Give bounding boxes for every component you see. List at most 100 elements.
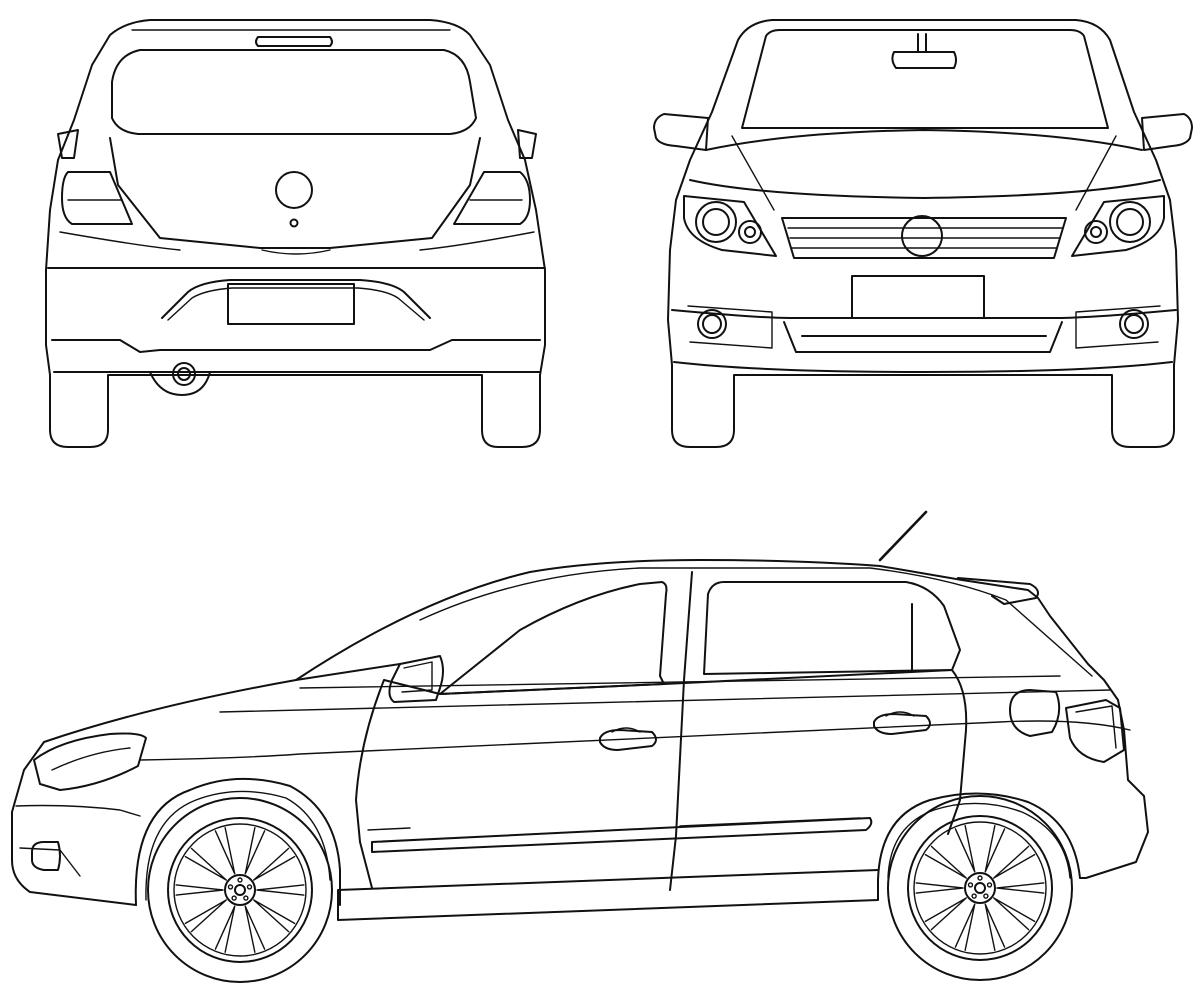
front-spoke [244, 827, 266, 875]
rear-rim-outer [907, 815, 1053, 961]
exhaust-pipe-inner [177, 367, 191, 381]
rear-hub [964, 872, 996, 904]
mirror-stub-right [517, 129, 537, 159]
headlight-right-aux-outer [1084, 220, 1108, 244]
shoulder-line [139, 720, 1131, 761]
headlight-right-main-inner [1116, 208, 1144, 236]
rear-center-cap [974, 882, 986, 894]
side-molding-upper [367, 817, 861, 831]
rear-body-outline [45, 19, 546, 448]
rear-view-mirror [891, 33, 957, 69]
rear-view [45, 19, 546, 448]
rear-light-left [61, 171, 133, 225]
rear-spoke [993, 845, 1036, 879]
front-wheel [147, 797, 333, 983]
fog-light-right-inner [1124, 314, 1144, 334]
front-window [439, 581, 668, 695]
hood-line [705, 129, 1143, 151]
front-body-outline [667, 19, 1179, 448]
side-mirror-inner [401, 661, 433, 693]
front-grille [781, 217, 1067, 259]
tail-light [1065, 699, 1125, 763]
front-spoke [256, 884, 305, 896]
rear-rim-inner [913, 821, 1047, 955]
diffuser-inner [167, 287, 425, 321]
front-lug-nut [246, 884, 253, 890]
side-molding [371, 817, 873, 853]
tailgate-lock [289, 218, 299, 228]
rear-window [703, 581, 961, 675]
mirror-left [653, 113, 709, 151]
antenna [878, 510, 928, 562]
rear-wheel-arch-lip [887, 802, 1071, 879]
rear-light-right [453, 171, 531, 225]
grille-slats [787, 227, 1063, 249]
diffuser-outline [161, 279, 431, 319]
headlight-left-aux-inner [744, 226, 756, 238]
mirror-stub-left [57, 129, 79, 159]
front-view [653, 19, 1193, 448]
bumper-crease [59, 231, 535, 251]
front-lug-nut [237, 877, 243, 883]
bumper-lower-line [51, 339, 541, 353]
front-badge [901, 215, 943, 257]
front-spoke [184, 899, 227, 933]
front-spoke [214, 905, 236, 953]
windshield [741, 29, 1109, 129]
fuel-door [1009, 689, 1061, 737]
rear-spoke [954, 903, 976, 951]
tailgate-outline [109, 137, 481, 249]
front-lug-nuts [227, 877, 253, 901]
rear-lug-nuts [967, 875, 993, 899]
rear-spoke [984, 903, 1006, 951]
front-spoke [253, 899, 296, 933]
rear-badge [275, 171, 313, 209]
tail-light-inner [1075, 705, 1117, 749]
front-spoke [175, 884, 224, 896]
rear-lug-nut [977, 875, 983, 881]
rear-door-outline [663, 669, 968, 835]
rear-spoke [993, 897, 1036, 931]
front-spoke [244, 905, 266, 953]
rear-window [111, 49, 477, 135]
rear-spoke [924, 897, 967, 931]
fog-light-right-outer [1119, 309, 1149, 339]
rear-wheel-arch [877, 792, 1081, 881]
front-lug-nut [243, 895, 249, 901]
front-fog-light [31, 841, 61, 871]
front-center-cap [234, 884, 246, 896]
rear-lug-nut [986, 882, 993, 888]
front-spoke [253, 847, 296, 881]
rocker-panel [337, 869, 879, 921]
lower-intake [783, 321, 1063, 353]
roof-spoiler [957, 577, 1039, 605]
front-lug-nut [227, 884, 234, 890]
rear-wheel-spokes [915, 825, 1045, 951]
front-bumper-lines [671, 309, 1177, 319]
rear-wheel [887, 795, 1073, 981]
fog-light-left-inner [702, 314, 722, 334]
front-wheel-spokes [175, 827, 305, 953]
front-door-outline [355, 679, 665, 889]
rear-brake-light [255, 36, 333, 47]
tailgate-lower-edge [261, 249, 331, 255]
exhaust-pipe-outer [172, 362, 196, 386]
rear-handle-recess [885, 711, 915, 717]
rear-spoke [996, 882, 1045, 894]
rear-tire [887, 795, 1073, 981]
front-spoke [184, 847, 227, 881]
rear-lug-nut [971, 893, 977, 899]
headlight-right-main-outer [1109, 201, 1151, 243]
rear-spoke [984, 825, 1006, 873]
front-tire [147, 797, 333, 983]
front-wheel-arch [134, 777, 341, 906]
side-body-outline [11, 559, 1149, 906]
fog-light-left-outer [697, 309, 727, 339]
headlight [33, 732, 147, 791]
front-wheel-arch-lip [145, 790, 331, 901]
rear-license-plate [227, 283, 355, 325]
headlight-left-main-outer [695, 201, 737, 243]
headlight-left-main-inner [702, 208, 730, 236]
headlight-right [1071, 195, 1165, 257]
